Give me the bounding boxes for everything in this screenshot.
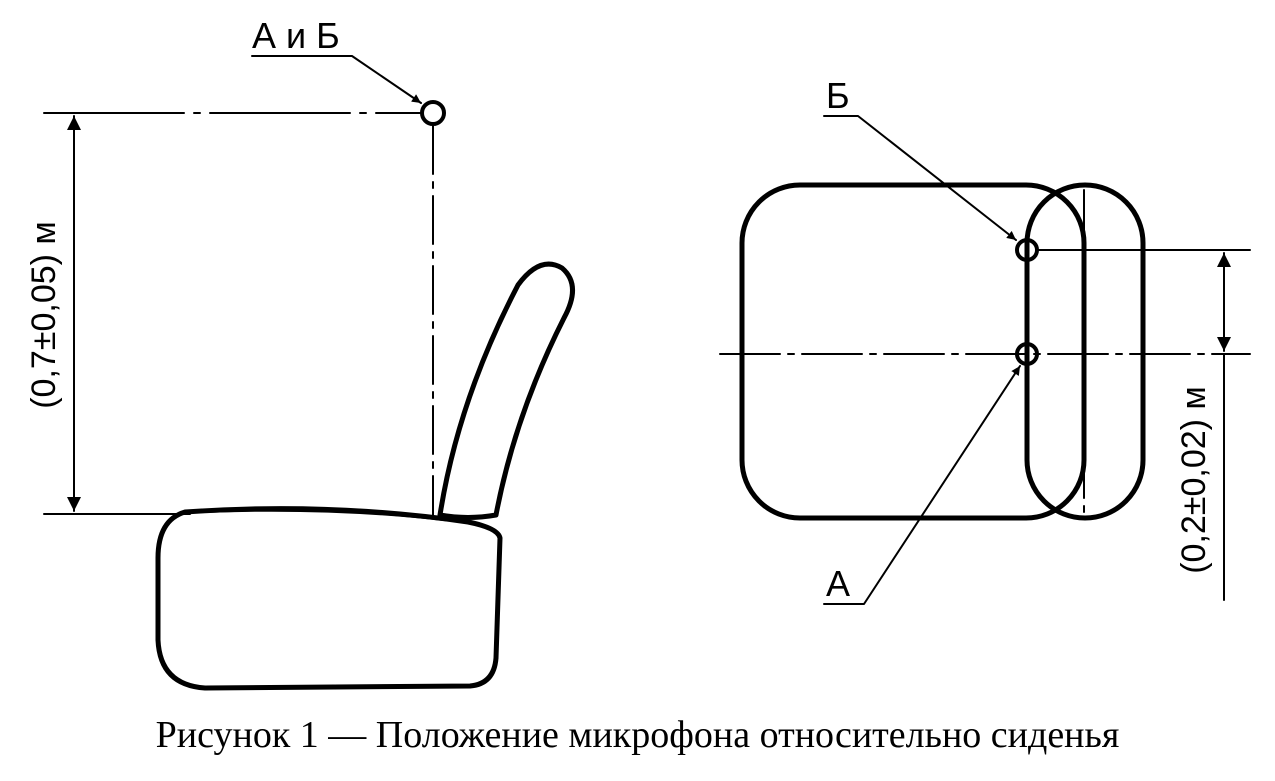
seat-cushion-outline: [155, 506, 503, 691]
label-a-leader: [823, 365, 1021, 605]
side-view: А и Б (0,7±0,05) м: [25, 15, 575, 691]
top-view: Б А (0,2±0,02) м: [719, 75, 1251, 605]
backrest-top-outline: [1024, 182, 1146, 521]
label-b-leader: [823, 115, 1017, 241]
label-b: Б: [826, 75, 850, 116]
microphone-point-ab: [420, 100, 446, 126]
microphone-point-b: [1015, 238, 1039, 262]
label-a-and-b: А и Б: [252, 15, 340, 56]
seat-top-surface: [188, 508, 450, 522]
figure-caption: Рисунок 1 — Положение микрофона относите…: [155, 714, 1120, 756]
seat-cushion-top-outline: [739, 182, 1087, 521]
label-a: А: [826, 563, 850, 604]
spacing-dimension-label: (0,2±0,02) м: [1175, 386, 1213, 574]
label-ab-leader: [251, 55, 422, 104]
microphone-point-a: [1015, 342, 1039, 366]
seat-backrest-outline: [437, 261, 575, 520]
height-dimension-label: (0,7±0,05) м: [25, 221, 63, 409]
